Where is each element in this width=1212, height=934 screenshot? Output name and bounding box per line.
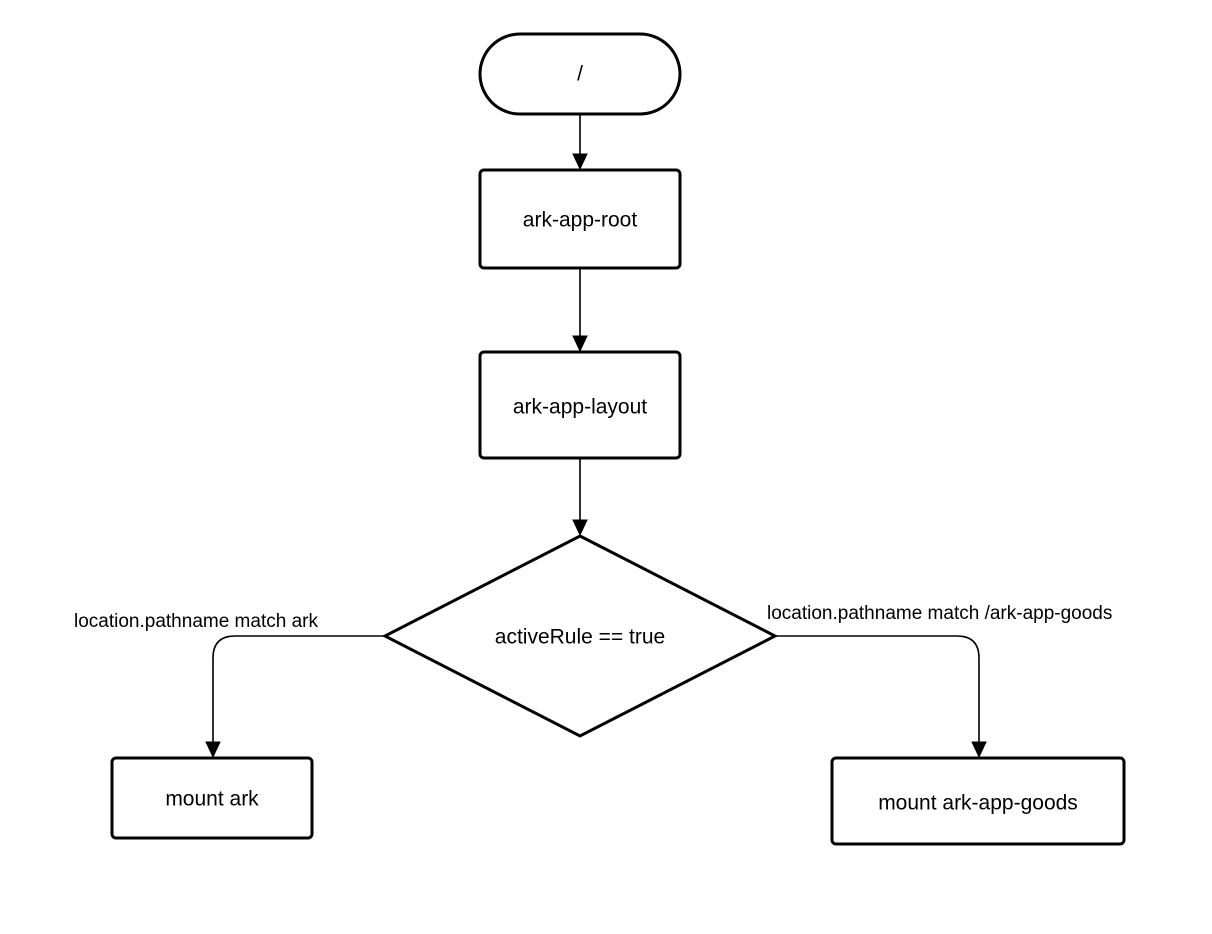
start-node: / bbox=[478, 32, 682, 116]
edge-label-left-branch: location.pathname match ark bbox=[74, 611, 318, 632]
edge-label-right-branch: location.pathname match /ark-app-goods bbox=[767, 603, 1112, 624]
layout-node: ark-app-layout bbox=[478, 350, 682, 460]
arrowhead bbox=[205, 741, 221, 759]
root-node-label: ark-app-root bbox=[523, 209, 638, 232]
edge-start-to-root bbox=[572, 114, 588, 171]
arrowhead bbox=[572, 519, 588, 537]
mount-goods-node-label: mount ark-app-goods bbox=[878, 792, 1078, 815]
start-node-label: / bbox=[577, 63, 583, 86]
edge-root-to-layout bbox=[572, 268, 588, 353]
arrowhead bbox=[572, 153, 588, 171]
decision-node-label: activeRule == true bbox=[495, 626, 665, 649]
edge-decision-to-mount-goods bbox=[775, 635, 987, 759]
mount-ark-node: mount ark bbox=[110, 756, 314, 840]
arrowhead bbox=[971, 741, 987, 759]
layout-node-label: ark-app-layout bbox=[513, 396, 647, 419]
arrowhead bbox=[572, 335, 588, 353]
mount-goods-node: mount ark-app-goods bbox=[830, 756, 1126, 846]
root-node: ark-app-root bbox=[478, 168, 682, 270]
edge-layout-to-decision bbox=[572, 458, 588, 537]
edge-decision-to-mount-ark bbox=[205, 635, 385, 759]
mount-ark-node-label: mount ark bbox=[165, 788, 259, 811]
decision-node: activeRule == true bbox=[381, 534, 779, 738]
